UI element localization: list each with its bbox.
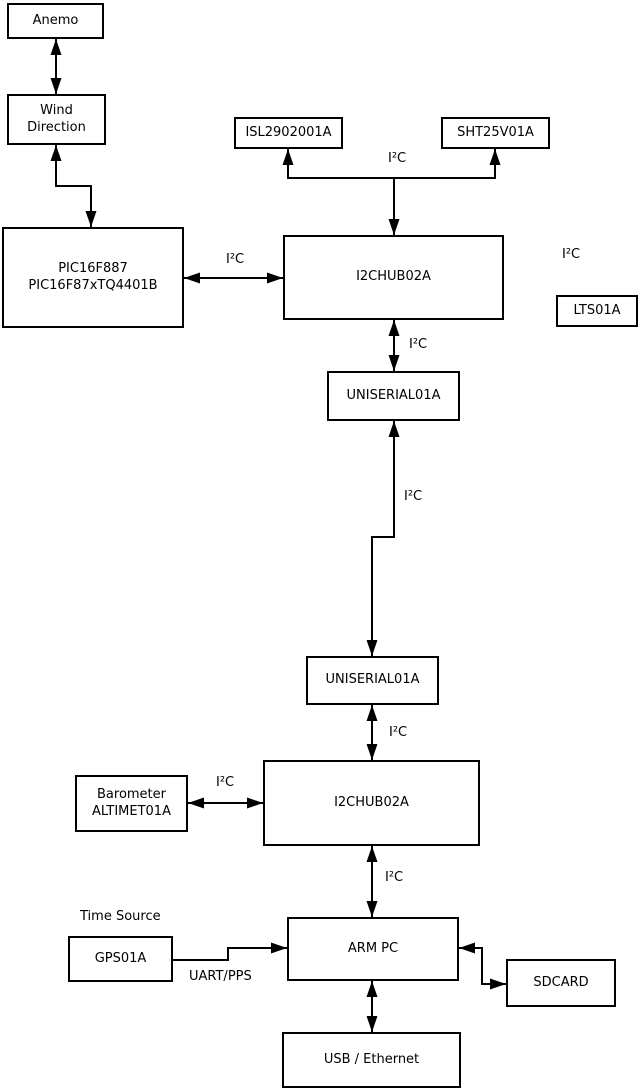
label-i2c-top-bus: I²C [388,151,407,166]
box-label: I2CHUB02A [334,794,409,810]
label-i2c-long-link: I²C [404,489,423,504]
box-label: SHT25V01A [457,124,534,140]
box-i2chub02a-2: I2CHUB02A [263,760,480,846]
i2chub1-uniserial1-end-arrowhead [388,355,400,371]
isl-bus-sht-start-arrowhead [282,149,294,165]
armpc-sdcard-start-arrowhead [459,942,475,954]
box-isl2902001a: ISL2902001A [234,117,343,149]
armpc-usb-end-arrowhead [366,1016,378,1032]
box-sht25v01a: SHT25V01A [441,117,550,149]
wind-pic-end-arrowhead [85,211,97,227]
label-i2c-hub-uni1: I²C [409,337,428,352]
label-i2c-uni2-hub2: I²C [389,725,408,740]
barometer-i2chub2-start-arrowhead [188,797,204,809]
box-arm-pc: ARM PC [287,917,459,981]
box-label: Wind Direction [27,103,86,135]
box-uniserial01a-1: UNISERIAL01A [327,371,460,421]
i2chub1-uniserial1-start-arrowhead [388,320,400,336]
uniserial2-i2chub2-start-arrowhead [366,705,378,721]
uniserial1-uniserial2-end-arrowhead [366,640,378,656]
box-label: I2CHUB02A [356,269,431,285]
box-sdcard: SDCARD [506,959,616,1007]
connector-wind-pic [55,145,92,227]
gps-armpc-end-arrowhead [271,942,287,954]
label-i2c-pic-hub: I²C [226,252,245,267]
i2chub2-armpc-end-arrowhead [366,901,378,917]
box-i2chub02a-1: I2CHUB02A [283,235,504,320]
box-label: UNISERIAL01A [346,387,441,403]
box-label: Barometer ALTIMET01A [92,787,171,819]
box-usb-ethernet: USB / Ethernet [282,1032,461,1088]
anemo-wind-start-arrowhead [50,39,62,55]
box-uniserial01a-2: UNISERIAL01A [306,656,439,705]
anemo-wind-end-arrowhead [50,78,62,94]
box-gps01a: GPS01A [68,936,173,982]
wind-pic-start-arrowhead [50,145,62,161]
uniserial1-uniserial2-start-arrowhead [388,421,400,437]
label-time-source: Time Source [80,909,161,924]
box-label: PIC16F887 PIC16F87xTQ4401B [28,261,158,293]
box-barometer-altimet01a: Barometer ALTIMET01A [75,775,188,832]
box-label: GPS01A [94,950,147,966]
box-label: UNISERIAL01A [325,672,420,688]
label-i2c-hub2-arm: I²C [385,870,404,885]
uniserial2-i2chub2-end-arrowhead [366,744,378,760]
box-label: Anemo [32,12,79,28]
barometer-i2chub2-end-arrowhead [247,797,263,809]
box-label: ISL2902001A [245,124,332,140]
bus-i2chub1-end-arrowhead [388,219,400,235]
box-label: LTS01A [573,302,621,318]
box-label: USB / Ethernet [323,1051,420,1067]
armpc-usb-start-arrowhead [366,981,378,997]
box-wind-direction: Wind Direction [7,94,106,145]
i2chub2-armpc-start-arrowhead [366,846,378,862]
box-anemo: Anemo [7,3,104,39]
box-lts01a: LTS01A [556,295,638,327]
box-pic16f887: PIC16F887 PIC16F87xTQ4401B [2,227,184,328]
box-label: SDCARD [533,974,589,990]
pic-i2chub1-start-arrowhead [184,272,200,284]
box-label: ARM PC [347,940,399,956]
pic-i2chub1-end-arrowhead [267,272,283,284]
label-uart-pps: UART/PPS [189,969,252,984]
connector-gps-armpc [173,947,287,961]
label-i2c-barometer: I²C [216,775,235,790]
armpc-sdcard-end-arrowhead [490,978,506,990]
isl-bus-sht-end-arrowhead [489,149,501,165]
connector-uniserial1-uniserial2 [371,421,395,656]
label-i2c-lts: I²C [562,247,581,262]
connector-armpc-sdcard [459,947,506,985]
